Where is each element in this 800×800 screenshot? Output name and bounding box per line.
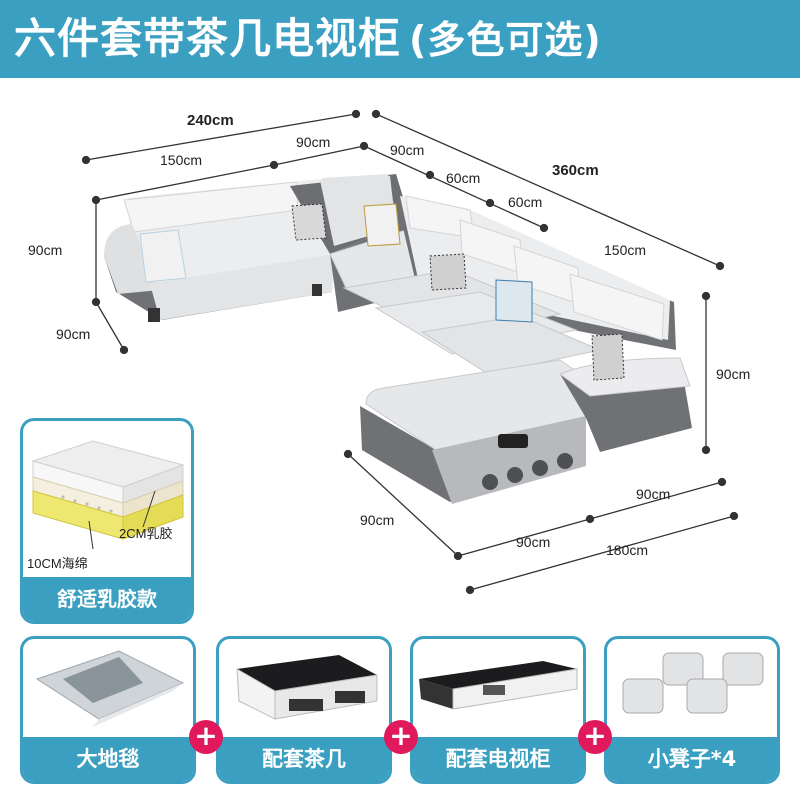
dim-corner-top: 90cm — [296, 134, 331, 150]
accessory-label-rug: 大地毯 — [23, 737, 193, 781]
accessory-card-coffee-table[interactable]: 配套茶几 — [216, 636, 392, 784]
dim-chaise-total: 180cm — [606, 542, 649, 558]
title-text: 六件套带茶几电视柜 — [14, 14, 402, 63]
sofa-chaise — [360, 357, 692, 504]
accessory-label-stools: 小凳子*4 — [607, 737, 777, 781]
accessory-label-tv-cabinet: 配套电视柜 — [413, 737, 583, 781]
accessory-card-rug[interactable]: 大地毯 — [20, 636, 196, 784]
stool-icon — [622, 652, 764, 714]
dim-corner-side: 90cm — [390, 142, 425, 158]
rug-icon — [35, 650, 185, 727]
dim-chaise-depth: 90cm — [360, 512, 395, 528]
dim-chaise-front-left: 90cm — [516, 534, 551, 550]
coffee-table-icon — [236, 655, 378, 720]
latex-card-label: 舒适乳胶款 — [23, 577, 191, 621]
sponge-layer-note: 10CM海绵 — [27, 556, 88, 571]
throw-pillows — [139, 174, 625, 381]
title-subtitle: (多色可选) — [409, 18, 602, 62]
dim-left-depth: 90cm — [56, 326, 91, 342]
accessory-card-stools[interactable]: 小凳子*4 — [604, 636, 780, 784]
dim-chaise-front-right: 90cm — [636, 486, 671, 502]
dim-right-total: 360cm — [552, 162, 599, 179]
sofa-illustration — [81, 109, 739, 595]
latex-layer-note: 2CM乳胶 — [119, 526, 173, 541]
latex-card[interactable]: 2CM乳胶 10CM海绵 舒适乳胶款 — [20, 418, 194, 624]
page-title: 六件套带茶几电视柜(多色可选) — [14, 10, 602, 68]
dim-seat-a: 60cm — [446, 170, 481, 186]
accessory-label-coffee-table: 配套茶几 — [219, 737, 389, 781]
title-banner: 六件套带茶几电视柜(多色可选) — [0, 0, 800, 78]
accessory-card-tv-cabinet[interactable]: 配套电视柜 — [410, 636, 586, 784]
plus-icon: + — [578, 720, 612, 754]
dimension-lines — [81, 109, 739, 595]
dim-top-total: 240cm — [187, 112, 234, 129]
dim-left-height: 90cm — [28, 242, 63, 258]
dim-left-section: 150cm — [160, 152, 203, 168]
dim-right-height: 90cm — [716, 366, 751, 382]
dim-seat-b: 60cm — [508, 194, 543, 210]
plus-icon: + — [189, 720, 223, 754]
foam-layers-icon — [31, 440, 185, 550]
tv-cabinet-icon — [419, 661, 578, 710]
dim-right-section: 150cm — [604, 242, 647, 258]
plus-icon: + — [384, 720, 418, 754]
